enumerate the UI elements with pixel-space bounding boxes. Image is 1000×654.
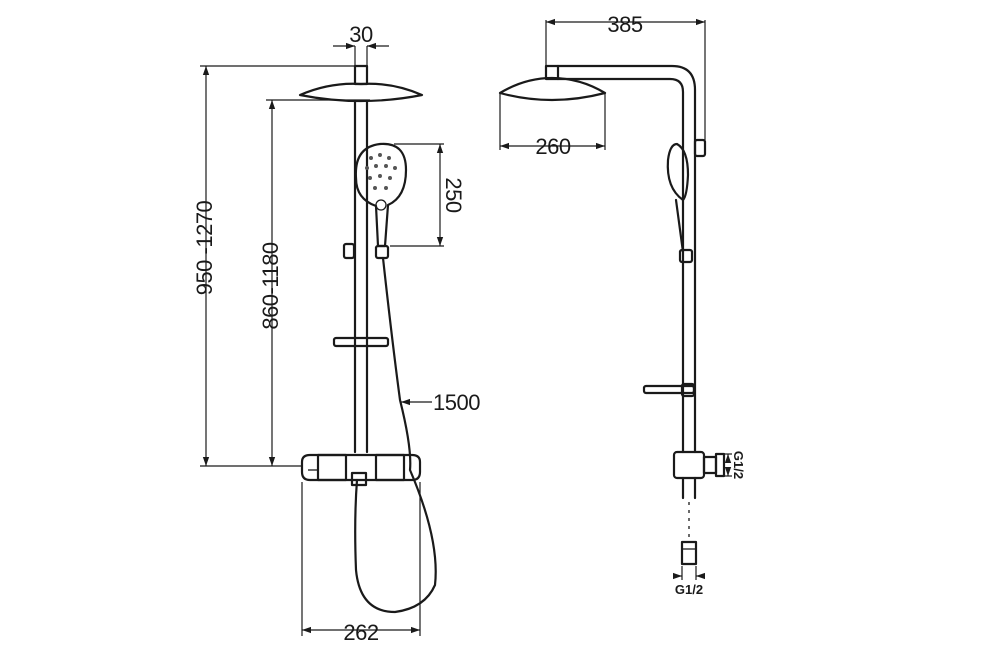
front-rain-head	[298, 64, 424, 103]
dim-label-1500: 1500	[433, 390, 480, 415]
side-soap-shelf	[642, 384, 696, 395]
side-view: 385 260 G1/2 G1/2	[498, 12, 746, 597]
dim-label-250: 250	[441, 177, 466, 212]
front-shower-hose	[354, 256, 437, 614]
side-rain-head	[498, 64, 607, 102]
side-hand-shower	[666, 142, 694, 264]
dim-side-thread: G1/2	[724, 451, 746, 479]
dim-label-g12-bottom: G1/2	[675, 582, 703, 597]
dim-head-diameter: 260	[499, 94, 606, 159]
dim-label-30: 30	[349, 22, 373, 47]
front-hand-shower	[342, 142, 408, 260]
dim-label-262: 262	[343, 620, 378, 645]
dim-bottom-thread: G1/2	[673, 566, 705, 597]
dim-total-height: 950 -1270	[192, 65, 355, 467]
dim-label-260: 260	[535, 134, 570, 159]
dim-label-total-height: 950 -1270	[192, 200, 217, 295]
dim-mixer-width: 262	[301, 482, 421, 645]
front-soap-shelf	[332, 336, 390, 348]
dim-label-385: 385	[607, 12, 642, 37]
side-overhead-arm	[556, 64, 707, 454]
dim-hand-shower: 250	[390, 143, 466, 247]
dim-bar-height: 860-1180	[258, 99, 352, 466]
spray-nozzles	[365, 153, 397, 190]
front-view: 30 950 -1270 860-1180 250	[192, 22, 481, 645]
dim-label-bar-height: 860-1180	[258, 242, 283, 330]
side-bottom-connector	[680, 540, 698, 566]
dim-label-g12-side: G1/2	[731, 451, 746, 479]
front-riser-pipe	[353, 99, 369, 454]
dim-hose: 1500	[401, 390, 481, 415]
dim-overhead-pipe: 30	[333, 22, 389, 66]
side-wall-connection	[672, 450, 726, 500]
front-thermostat-mixer	[300, 453, 422, 487]
dim-arm-projection: 385	[545, 12, 706, 140]
